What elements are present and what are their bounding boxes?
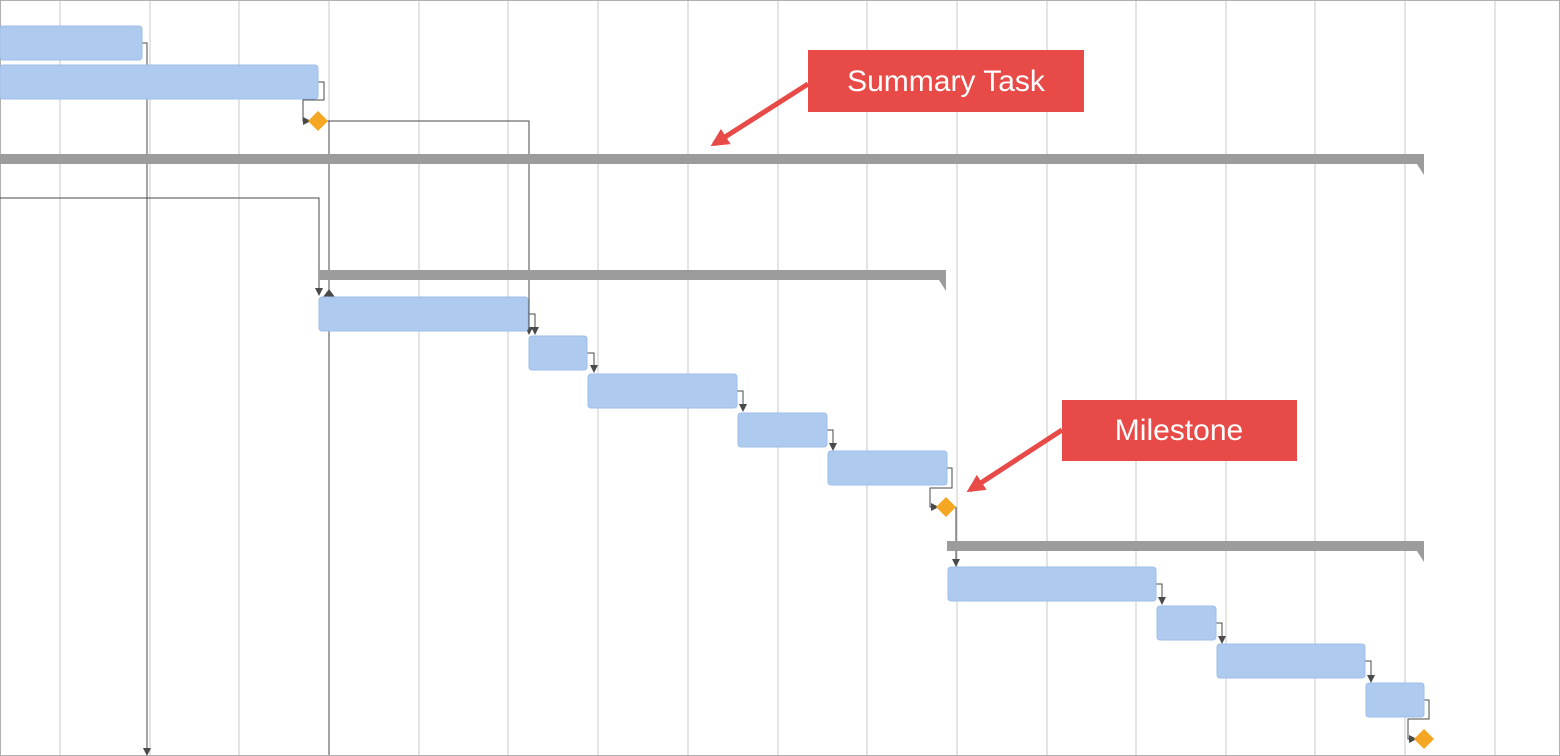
phase-2-task-2-bar[interactable] bbox=[1156, 605, 1217, 641]
dependency-arrow bbox=[529, 313, 539, 335]
phase-2-task-3-bar[interactable] bbox=[1216, 643, 1366, 679]
dependency-arrow bbox=[1156, 583, 1166, 605]
phase-2-summary-bar[interactable] bbox=[947, 541, 1424, 562]
phase-1-task-4-bar[interactable] bbox=[737, 412, 828, 448]
timeline-grid bbox=[59, 1, 1496, 755]
milestone-callout-arrow bbox=[966, 427, 1064, 493]
task-1-bar[interactable] bbox=[0, 25, 143, 61]
milestone-callout-box bbox=[1062, 400, 1297, 461]
dependency-arrow bbox=[1365, 660, 1375, 683]
phase-1-task-5-bar[interactable] bbox=[827, 450, 948, 486]
project-summary-bar[interactable] bbox=[0, 154, 1424, 175]
dependency-arrow bbox=[302, 81, 325, 125]
dependency-arrow bbox=[827, 429, 837, 451]
dependency-arrow bbox=[142, 42, 151, 756]
dependency-arrow bbox=[1216, 622, 1226, 644]
phase-1-task-1-bar[interactable] bbox=[318, 296, 529, 332]
dependency-arrow-head bbox=[323, 289, 335, 298]
phase-2-task-1-bar[interactable] bbox=[947, 566, 1157, 602]
summary-task-callout-arrow bbox=[710, 81, 810, 147]
milestone-callout-label: Milestone bbox=[1115, 414, 1243, 447]
task-2-bar[interactable] bbox=[0, 64, 319, 100]
phase-2-milestone-diamond[interactable] bbox=[1414, 729, 1434, 749]
dependency-arrow bbox=[929, 467, 953, 511]
milestone-callout: Milestone bbox=[966, 400, 1297, 493]
gantt-bars bbox=[0, 25, 1434, 749]
phase-1-summary-bar[interactable] bbox=[319, 270, 946, 291]
milestone-1-diamond[interactable] bbox=[308, 111, 328, 131]
summary-task-callout: Summary Task bbox=[710, 50, 1084, 147]
phase-1-task-3-bar[interactable] bbox=[587, 373, 738, 409]
dependency-arrow bbox=[737, 390, 747, 412]
phase-1-milestone-diamond[interactable] bbox=[936, 497, 956, 517]
dependency-arrow bbox=[0, 197, 323, 296]
dependency-arrow bbox=[327, 120, 533, 335]
dependency-arrow bbox=[1407, 699, 1430, 743]
phase-1-task-2-bar[interactable] bbox=[528, 335, 588, 371]
summary-task-callout-label: Summary Task bbox=[847, 65, 1046, 98]
phase-2-task-4-bar[interactable] bbox=[1365, 682, 1425, 718]
dependency-arrow bbox=[587, 352, 598, 373]
summary-task-callout-box bbox=[808, 50, 1084, 112]
dependency-connectors bbox=[0, 42, 1430, 756]
